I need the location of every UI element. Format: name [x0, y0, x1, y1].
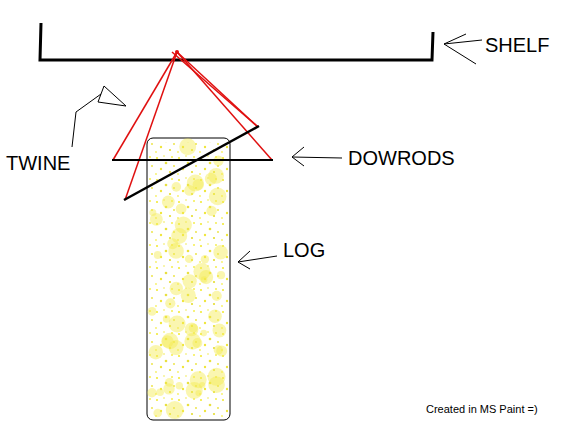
credit-note: Created in MS Paint =) [426, 404, 538, 415]
nail [175, 50, 179, 54]
part-label: TWINE [6, 153, 70, 173]
leader-arrow [238, 251, 277, 269]
dowrod [112, 159, 273, 161]
dowrod [124, 126, 259, 200]
part-label: DOWRODS [348, 148, 455, 168]
part-label: LOG [283, 240, 325, 260]
part-label: SHELF [485, 35, 549, 55]
leader-arrow [72, 86, 126, 147]
twine [113, 52, 272, 200]
shelf [40, 23, 433, 60]
leader-arrow [292, 147, 342, 166]
leader-arrow [444, 34, 482, 64]
